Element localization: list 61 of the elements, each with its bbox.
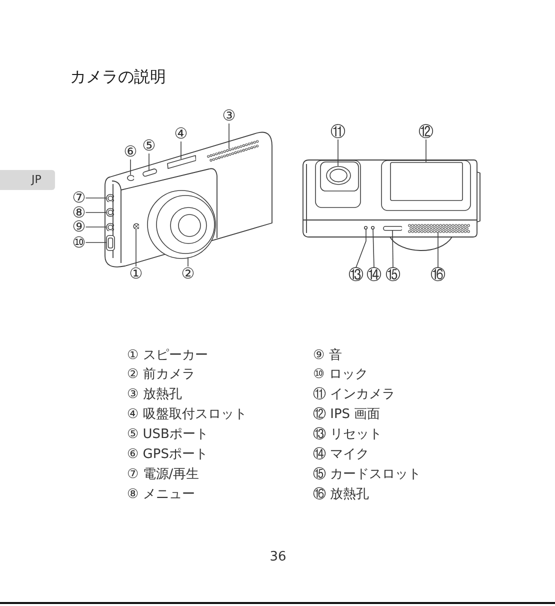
leader-line <box>392 230 394 268</box>
side-button <box>106 194 114 202</box>
legend-item: ⑪ インカメラ <box>313 388 396 402</box>
leader-line <box>148 153 150 171</box>
callout-number: ⑧ <box>72 205 86 220</box>
leader-line <box>130 159 131 176</box>
vent-grille <box>207 140 260 162</box>
mic-hole <box>371 226 375 230</box>
leader-line <box>180 141 182 160</box>
callout-number: ② <box>181 266 195 282</box>
speaker-hole <box>132 222 140 230</box>
reset-hole <box>364 226 368 230</box>
vent-grille <box>408 224 470 232</box>
legend-item: ④ 吸盤取付スロット <box>127 408 247 422</box>
port-hole <box>126 174 134 180</box>
legend-item: ⑬ リセット <box>313 428 382 442</box>
callout-number: ⑩ <box>72 235 86 250</box>
legend-item: ⑫ IPS 画面 <box>313 408 380 422</box>
title: カメラの説明 <box>70 69 166 85</box>
callout-number: ⑦ <box>72 190 86 206</box>
page-number: 36 <box>270 550 286 564</box>
leader-line <box>85 212 106 213</box>
callout-number: ① <box>129 266 143 282</box>
legend-item: ⑩ ロック <box>313 368 368 382</box>
legend-item: ⑨ 音 <box>313 348 342 362</box>
callout-number: ④ <box>174 126 188 142</box>
mount-slot <box>166 154 196 168</box>
leader-line <box>228 123 230 150</box>
legend-item: ⑥ GPSポート <box>127 448 208 462</box>
legend-item: ⑭ マイク <box>313 448 370 462</box>
side-button <box>106 208 114 217</box>
callout-number: ⑯ <box>430 268 446 282</box>
leader-line <box>85 242 107 243</box>
callout-number: ⑨ <box>72 220 86 234</box>
callout-number: ⑫ <box>418 124 434 140</box>
callout-number: ⑪ <box>330 124 346 140</box>
legend-item: ⑤ USBポート <box>127 428 208 442</box>
legend-item: ⑯ 放熱孔 <box>313 488 370 502</box>
legend-item: ⑮ カードスロット <box>313 468 422 482</box>
callout-number: ⑬ <box>348 268 364 282</box>
legend-item: ③ 放熱孔 <box>127 388 182 402</box>
callout-number: ⑤ <box>142 138 156 154</box>
side-switch <box>106 234 115 250</box>
side-button <box>106 222 114 232</box>
language-tab: JP <box>0 170 55 190</box>
legend-item: ⑧ メニュー <box>127 488 195 502</box>
legend-item: ② 前カメラ <box>127 368 195 382</box>
leader-line <box>356 229 366 268</box>
leader-line <box>85 226 106 228</box>
screen <box>380 160 470 210</box>
callout-number: ⑥ <box>124 144 138 160</box>
usb-port <box>142 168 158 178</box>
leader-line <box>372 229 374 268</box>
callout-number: ③ <box>222 108 236 124</box>
card-slot <box>382 226 402 231</box>
inner-camera <box>314 160 360 208</box>
callout-number: ⑮ <box>386 268 400 282</box>
camera-lens <box>146 190 216 258</box>
legend-item: ① スピーカー <box>127 348 208 362</box>
callout-number: ⑭ <box>366 268 382 282</box>
legend-item: ⑦ 電源/再生 <box>127 468 200 482</box>
